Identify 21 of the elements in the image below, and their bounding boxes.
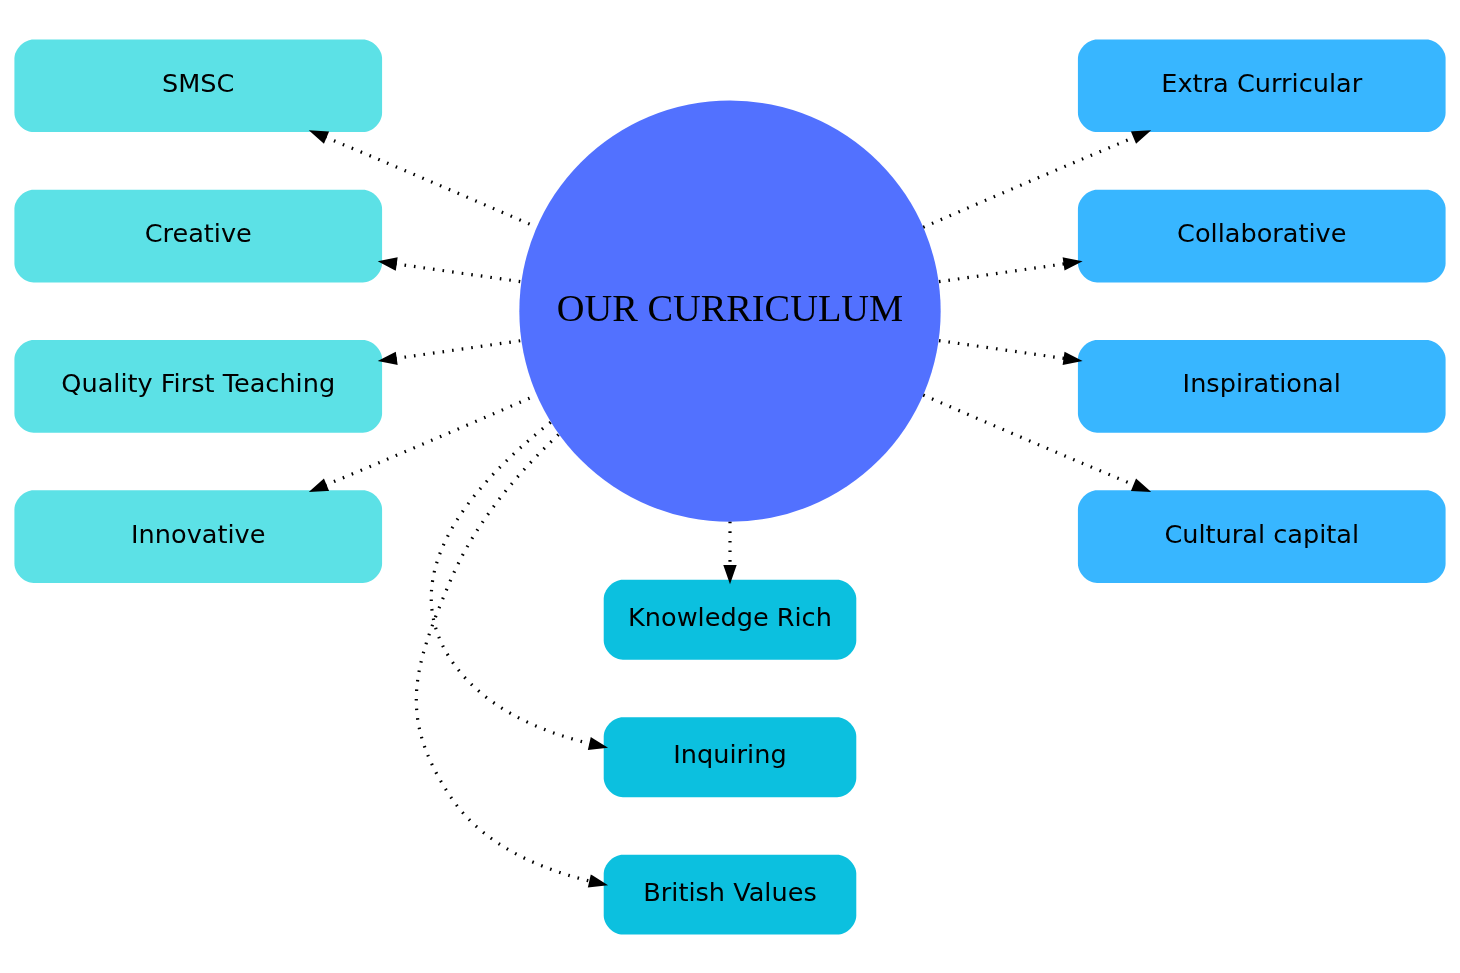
arrow: [429, 420, 609, 750]
node-circle: OUR CURRICULUM: [519, 100, 941, 522]
node-box: Inspirational: [1077, 339, 1446, 433]
node-box: Creative: [14, 189, 383, 282]
node-box: Extra Curricular: [1077, 38, 1446, 132]
arrow: [922, 129, 1152, 229]
arrow: [938, 338, 1083, 365]
arrow: [377, 256, 522, 283]
node-box: Collaborative: [1077, 189, 1446, 282]
arrow: [414, 432, 609, 888]
arrow: [922, 393, 1152, 492]
arrow: [723, 521, 737, 584]
node-box: Innovative: [14, 489, 383, 583]
node-box: Cultural capital: [1077, 489, 1446, 583]
arrow: [938, 256, 1083, 283]
arrow: [377, 338, 522, 365]
node-box: British Values: [603, 854, 857, 935]
node-box: Quality First Teaching: [14, 339, 383, 433]
node-box: Inquiring: [603, 716, 857, 797]
node-box: Knowledge Rich: [603, 579, 857, 660]
node-box: SMSC: [14, 38, 383, 132]
